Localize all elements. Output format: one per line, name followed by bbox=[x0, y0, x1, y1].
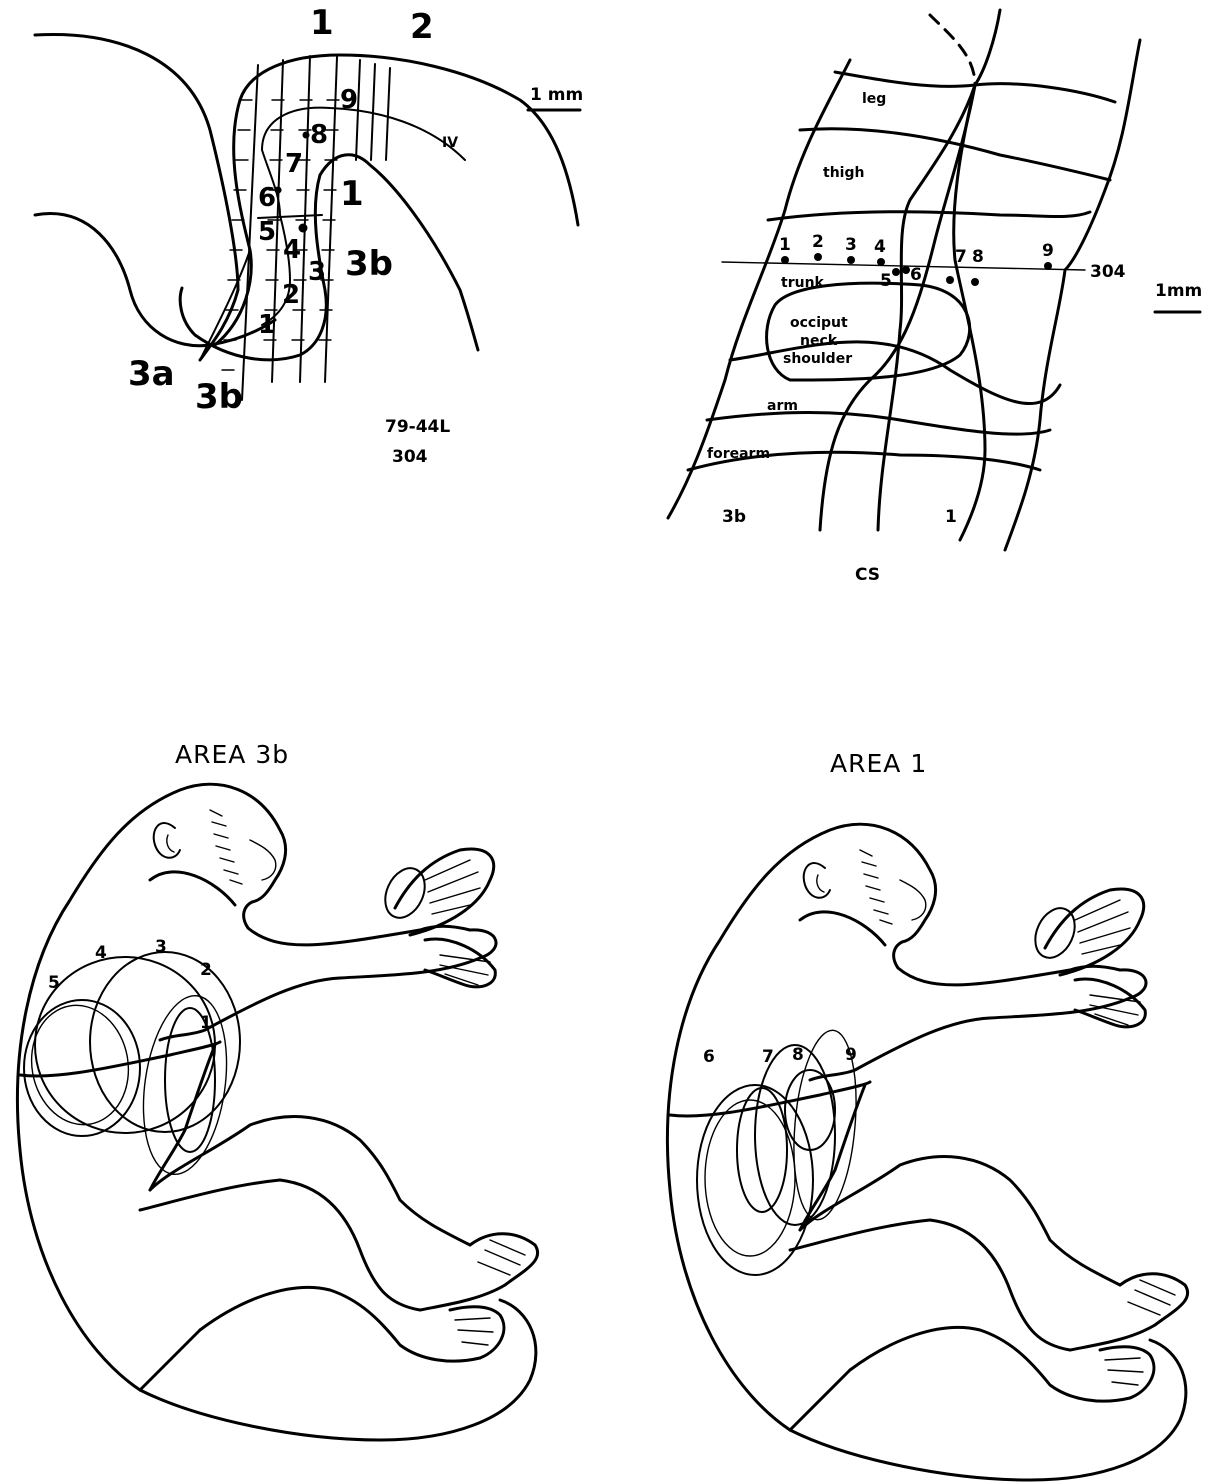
site-number: 7 bbox=[285, 149, 303, 179]
field-label-3b: 2 bbox=[200, 960, 212, 980]
map-area-3b-label: 3b bbox=[722, 507, 746, 527]
map-site-number: 7 bbox=[955, 247, 967, 267]
penetration-id: 304 bbox=[392, 447, 428, 467]
area-1-inner-label: 1 bbox=[340, 174, 364, 214]
field-label-3b: 1 bbox=[200, 1013, 212, 1033]
area-1-panel: AREA 1 6 7 8 9 bbox=[667, 749, 1187, 1480]
field-label-3b: 4 bbox=[95, 943, 107, 963]
layer-iv-label: IV bbox=[442, 135, 458, 151]
site-number: 2 bbox=[282, 280, 300, 310]
region-leg: leg bbox=[862, 91, 886, 107]
region-arm: arm bbox=[767, 398, 798, 414]
region-forearm: forearm bbox=[707, 446, 770, 462]
field-label-3b: 5 bbox=[48, 973, 60, 993]
region-occiput: occiput bbox=[790, 315, 848, 331]
map-site-number: 6 bbox=[910, 265, 922, 285]
site-number: 3 bbox=[308, 257, 326, 287]
map-scale-label: 1mm bbox=[1155, 281, 1202, 301]
area-2-label: 2 bbox=[410, 7, 434, 47]
field-label-1: 8 bbox=[792, 1045, 804, 1065]
region-trunk: trunk bbox=[781, 275, 825, 291]
site-number: 8 bbox=[310, 120, 328, 150]
area-1-label: 1 bbox=[310, 3, 334, 43]
region-shoulder: shoulder bbox=[783, 351, 852, 367]
site-number: 4 bbox=[283, 235, 301, 265]
case-id: 79-44L bbox=[385, 417, 450, 437]
map-site-number: 8 bbox=[972, 247, 984, 267]
map-area-1-label: 1 bbox=[945, 507, 957, 527]
map-site-number: 4 bbox=[874, 237, 886, 257]
area-1-title: AREA 1 bbox=[830, 749, 927, 778]
map-site-number: 1 bbox=[779, 235, 791, 255]
site-number: 6 bbox=[258, 183, 276, 213]
site-number: 1 bbox=[258, 310, 276, 340]
map-site-number: 9 bbox=[1042, 241, 1054, 261]
central-sulcus-label: CS bbox=[855, 565, 880, 585]
area-3a-label: 3a bbox=[128, 354, 175, 394]
area-3b-title: AREA 3b bbox=[175, 740, 289, 769]
map-site-number: 2 bbox=[812, 232, 824, 252]
site-number: 5 bbox=[258, 217, 276, 247]
area-3b-bottom-label: 3b bbox=[195, 377, 243, 417]
scale-bar-label: 1 mm bbox=[530, 85, 583, 105]
field-label-3b: 3 bbox=[155, 937, 167, 957]
area-3b-right-label: 3b bbox=[345, 244, 393, 284]
section-panel: 1 2 1 3b 3a 3b IV 1 mm 1 2 3 4 5 6 7 8 9… bbox=[35, 3, 583, 467]
map-site-number: 3 bbox=[845, 235, 857, 255]
field-label-1: 7 bbox=[762, 1047, 774, 1067]
region-thigh: thigh bbox=[823, 165, 864, 181]
area-3b-panel: AREA 3b 1 2 3 4 5 bbox=[17, 740, 537, 1440]
map-site-number: 5 bbox=[880, 271, 892, 291]
region-neck: neck bbox=[800, 333, 838, 349]
map-panel: 1 2 3 4 5 6 7 8 9 304 leg thigh trunk oc… bbox=[668, 10, 1202, 585]
field-label-1: 6 bbox=[703, 1047, 715, 1067]
field-label-1: 9 bbox=[845, 1045, 857, 1065]
site-number: 9 bbox=[340, 85, 358, 115]
map-penetration-id: 304 bbox=[1090, 262, 1126, 282]
